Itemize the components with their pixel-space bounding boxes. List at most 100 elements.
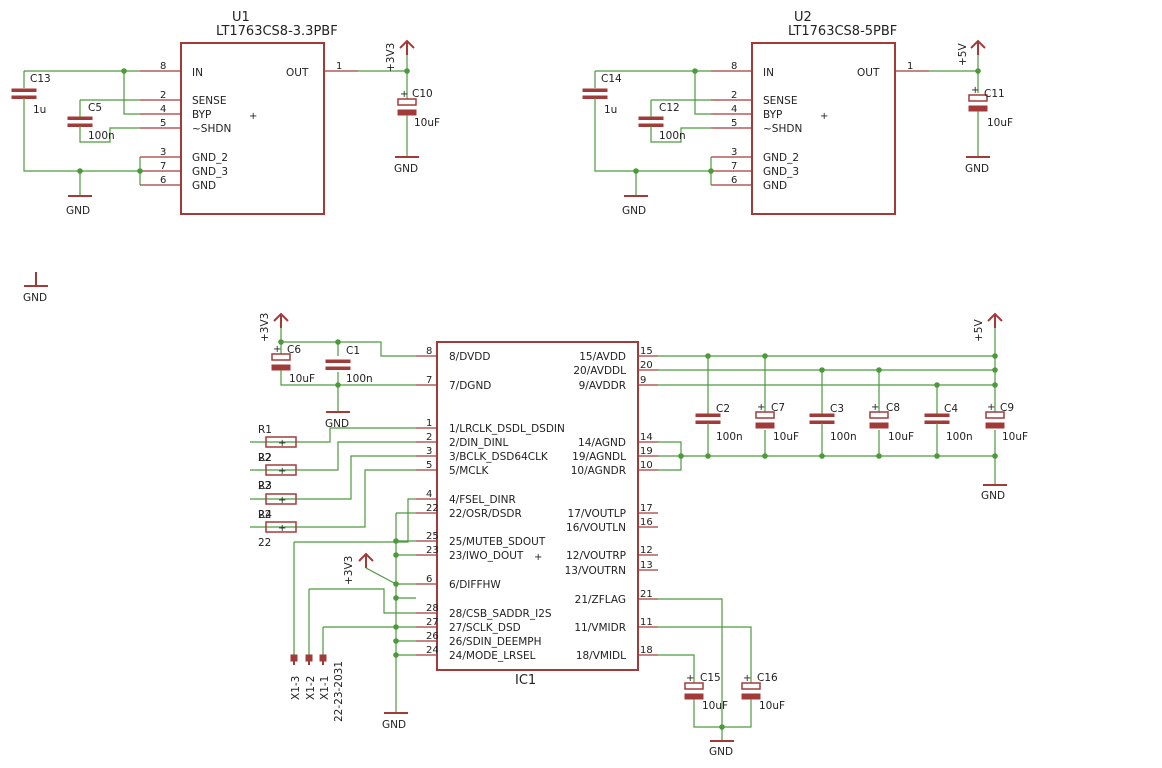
gnd-symbol: GND bbox=[965, 156, 990, 175]
c14-capacitor[interactable]: C14 1u bbox=[582, 73, 622, 116]
x1-pin3-label: X1-3 bbox=[290, 676, 302, 700]
ic1-right-pin-label: 19/AGNDL bbox=[572, 451, 626, 463]
ic1-left-pin-label: 27/SCLK_DSD bbox=[449, 622, 521, 634]
u1-pin-in: IN bbox=[192, 67, 203, 79]
ic1-left-pin-label: 6/DIFFHW bbox=[449, 579, 501, 591]
c6-value: 10uF bbox=[289, 373, 315, 385]
c14-name: C14 bbox=[601, 73, 622, 85]
svg-text:+: + bbox=[278, 438, 286, 449]
c11-capacitor[interactable]: + C11 10uF bbox=[968, 85, 1013, 129]
r4-value: 22 bbox=[258, 537, 271, 549]
u2-pnum-3: 3 bbox=[731, 147, 737, 158]
c7-capacitor[interactable]: + C7 10uF bbox=[755, 402, 799, 443]
gnd-symbol: GND bbox=[622, 195, 648, 217]
u1-pin-shdn: ~SHDN bbox=[192, 123, 231, 135]
c15-name: C15 bbox=[700, 672, 721, 684]
ic1-right-pin-number: 10 bbox=[640, 460, 653, 471]
r2-resistor[interactable]: + R2 22 bbox=[258, 452, 297, 492]
x1-connector[interactable]: X1-3 X1-2 X1-1 22-23-2031 bbox=[290, 654, 345, 722]
u1-origin-mark: + bbox=[249, 111, 257, 122]
c14-value: 1u bbox=[604, 104, 617, 116]
ic1-origin-mark: + bbox=[534, 552, 542, 563]
u2-pin-out: OUT bbox=[857, 67, 880, 79]
c15-capacitor[interactable]: + C15 10uF bbox=[684, 672, 728, 712]
c11-value: 10uF bbox=[987, 117, 1013, 129]
svg-text:GND: GND bbox=[382, 719, 406, 731]
c12-capacitor[interactable]: C12 100n bbox=[638, 102, 686, 142]
svg-text:+: + bbox=[273, 344, 281, 355]
ic1-right-pin-number: 11 bbox=[640, 617, 653, 628]
c10-capacitor[interactable]: + C10 10uF bbox=[397, 88, 440, 129]
r3-value: 22 bbox=[258, 509, 271, 521]
svg-text:GND: GND bbox=[394, 163, 418, 175]
r4-name: R4 bbox=[258, 509, 272, 521]
ic1-left-pin-label: 8/DVDD bbox=[449, 351, 490, 363]
u2-pnum-4: 4 bbox=[731, 104, 737, 115]
c8-name: C8 bbox=[886, 402, 900, 414]
c13-capacitor[interactable]: C13 1u bbox=[11, 73, 51, 116]
u2-part: LT1763CS8-5PBF bbox=[788, 24, 897, 39]
c2-value: 100n bbox=[716, 431, 743, 443]
ic1-left-pin-number: 22 bbox=[426, 503, 439, 514]
ic1-right-pin-number: 9 bbox=[640, 375, 646, 386]
ic1-right-pin-label: 20/AVDDL bbox=[573, 365, 626, 377]
svg-text:GND: GND bbox=[23, 292, 47, 304]
c7-name: C7 bbox=[771, 402, 785, 414]
power-3v3-symbol: +3V3 bbox=[343, 552, 374, 585]
c9-value: 10uF bbox=[1002, 431, 1028, 443]
u1-regulator[interactable]: U1 LT1763CS8-3.3PBF IN SENSE BYP ~SHDN G… bbox=[140, 10, 358, 215]
u2-pnum-2: 2 bbox=[731, 90, 737, 101]
r4-resistor[interactable]: + R4 22 bbox=[258, 509, 297, 549]
c5-capacitor[interactable]: C5 100n bbox=[67, 102, 115, 142]
ic1-left-pin-number: 5 bbox=[426, 460, 432, 471]
svg-text:+: + bbox=[400, 89, 408, 100]
ic1-right-pin-label: 14/AGND bbox=[578, 437, 626, 449]
c2-capacitor[interactable]: C2 100n bbox=[695, 403, 743, 443]
c4-capacitor[interactable]: C4 100n bbox=[924, 403, 973, 443]
c7-value: 10uF bbox=[773, 431, 799, 443]
ic1-right-pins: 1515/AVDD2020/AVDDL99/AVDDR1414/AGND1919… bbox=[565, 346, 658, 662]
r3-resistor[interactable]: + R3 22 bbox=[258, 480, 297, 521]
ic1-right-pin-number: 12 bbox=[640, 545, 653, 556]
power-5v-symbol: +5V bbox=[957, 39, 986, 66]
power-3v3-symbol: +3V3 bbox=[259, 312, 289, 342]
ic1-left-pin-label: 25/MUTEB_SDOUT bbox=[449, 536, 546, 548]
ic1-left-pin-number: 7 bbox=[426, 375, 432, 386]
u2-pnum-8: 8 bbox=[731, 61, 737, 72]
svg-text:GND: GND bbox=[325, 418, 349, 430]
ic1-left-pin-number: 1 bbox=[426, 418, 432, 429]
u1-pin-gnd3: GND_3 bbox=[192, 166, 228, 178]
u2-pnum-1: 1 bbox=[907, 61, 913, 72]
svg-text:GND: GND bbox=[66, 205, 90, 217]
c16-name: C16 bbox=[757, 672, 778, 684]
c10-value: 10uF bbox=[414, 117, 440, 129]
ic1-left-pin-number: 24 bbox=[426, 645, 439, 656]
gnd-symbol: GND bbox=[23, 272, 48, 304]
c16-capacitor[interactable]: + C16 10uF bbox=[741, 672, 785, 712]
c8-capacitor[interactable]: + C8 10uF bbox=[869, 402, 914, 443]
c6-capacitor[interactable]: + C6 10uF bbox=[271, 344, 315, 385]
svg-text:+: + bbox=[971, 85, 979, 96]
svg-text:+: + bbox=[743, 673, 751, 684]
ic1-left-pin-number: 26 bbox=[426, 631, 439, 642]
r1-name: R1 bbox=[258, 424, 272, 436]
x1-pin1-label: X1-1 bbox=[319, 676, 331, 700]
ic1-left-pin-label: 24/MODE_LRSEL bbox=[449, 650, 536, 662]
ic1-body bbox=[436, 341, 639, 671]
ic1-left-pin-label: 26/SDIN_DEEMPH bbox=[449, 636, 542, 648]
ic1-right-pin-label: 10/AGNDR bbox=[571, 465, 626, 477]
u2-origin-mark: + bbox=[820, 111, 828, 122]
c5-value: 100n bbox=[88, 130, 115, 142]
c1-capacitor[interactable]: C1 100n bbox=[325, 345, 373, 385]
u1-wires bbox=[23, 55, 410, 196]
c9-capacitor[interactable]: + C9 10uF bbox=[985, 402, 1028, 443]
r1-resistor[interactable]: + R1 22 bbox=[258, 424, 297, 464]
c3-capacitor[interactable]: C3 100n bbox=[809, 403, 857, 443]
u2-regulator[interactable]: U2 LT1763CS8-5PBF IN SENSE BYP ~SHDN GND… bbox=[711, 10, 929, 215]
ic1-right-pin-label: 15/AVDD bbox=[579, 351, 626, 363]
ic1-left-pin-number: 28 bbox=[426, 603, 439, 614]
u1-pin-sense: SENSE bbox=[192, 95, 226, 107]
